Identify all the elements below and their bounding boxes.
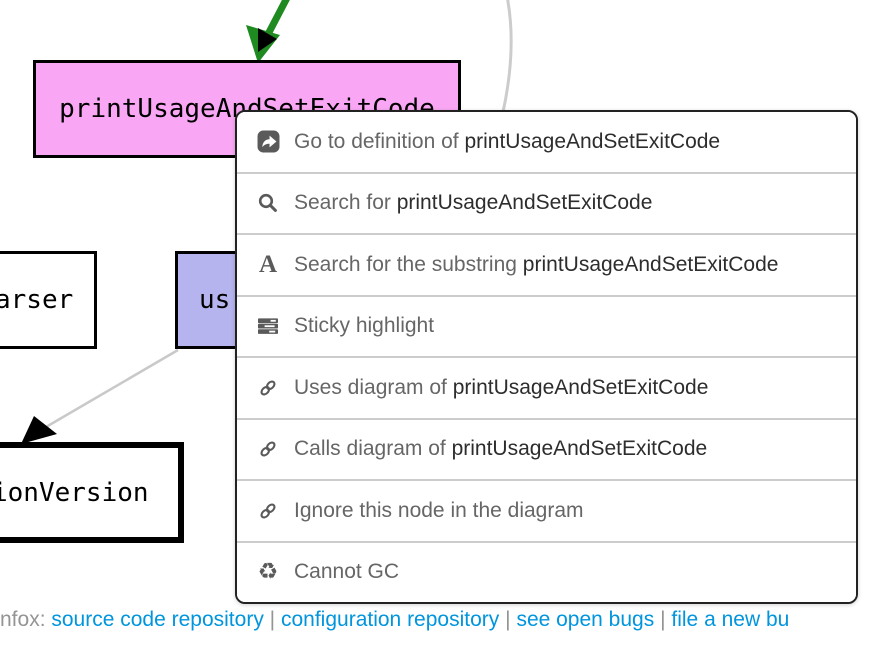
- footer-link-configuration-repository[interactable]: configuration repository: [280, 608, 500, 631]
- footer: nfox: source code repository | configura…: [0, 608, 892, 632]
- menu-item-label: Calls diagram of printUsageAndSetExitCod…: [294, 437, 708, 461]
- menu-item-label: Cannot GC: [294, 560, 400, 584]
- menu-item-uses-diagram[interactable]: Uses diagram of printUsageAndSetExitCode: [237, 356, 856, 418]
- link-icon: [256, 500, 280, 522]
- menu-item-label: Search for printUsageAndSetExitCode: [294, 191, 653, 215]
- goto-definition-icon: [256, 130, 280, 153]
- node-label: arser: [0, 285, 74, 315]
- menu-item-label: Search for the substring printUsageAndSe…: [294, 252, 779, 276]
- footer-separator: |: [505, 608, 511, 631]
- context-menu: Go to definition of printUsageAndSetExit…: [235, 110, 858, 604]
- menu-item-label: Uses diagram of printUsageAndSetExitCode: [294, 375, 709, 399]
- menu-item-search[interactable]: Search for printUsageAndSetExitCode: [237, 171, 856, 233]
- gray-edge: [45, 348, 179, 429]
- menu-item-substring-search[interactable]: A Search for the substring printUsageAnd…: [237, 233, 856, 295]
- menu-item-calls-diagram[interactable]: Calls diagram of printUsageAndSetExitCod…: [237, 417, 856, 479]
- menu-item-label: Sticky highlight: [294, 314, 435, 338]
- footer-separator: |: [660, 608, 666, 631]
- menu-item-cannot-gc[interactable]: ♻ Cannot GC: [237, 540, 856, 602]
- black-inner-arrowhead: [258, 28, 277, 52]
- substring-search-icon: A: [258, 251, 278, 279]
- menu-item-label: Ignore this node in the diagram: [294, 498, 584, 522]
- node-label: us: [199, 285, 231, 315]
- footer-prefix: nfox:: [0, 608, 46, 631]
- footer-separator: |: [269, 608, 276, 631]
- link-icon: [256, 438, 280, 460]
- footer-link-source-code-repository[interactable]: source code repository: [51, 608, 264, 631]
- recycle-icon: ♻: [257, 558, 279, 585]
- menu-item-sticky-highlight[interactable]: Sticky highlight: [237, 294, 856, 356]
- footer-link-see-open-bugs[interactable]: see open bugs: [516, 608, 655, 631]
- node-versionVersion[interactable]: ionVersion: [0, 442, 184, 543]
- search-icon: [256, 192, 280, 214]
- sticky-highlight-icon: [256, 315, 280, 337]
- menu-item-ignore-node[interactable]: Ignore this node in the diagram: [237, 479, 856, 541]
- menu-item-label: Go to definition of printUsageAndSetExit…: [294, 129, 721, 153]
- node-parser[interactable]: arser: [0, 251, 97, 349]
- footer-link-file-a-new-bug[interactable]: file a new bu: [671, 608, 790, 631]
- gray-arc-edge: [501, 0, 513, 113]
- menu-item-goto-definition[interactable]: Go to definition of printUsageAndSetExit…: [237, 112, 856, 172]
- node-label: ionVersion: [0, 477, 149, 508]
- link-icon: [256, 377, 280, 399]
- black-arrowhead: [21, 416, 57, 444]
